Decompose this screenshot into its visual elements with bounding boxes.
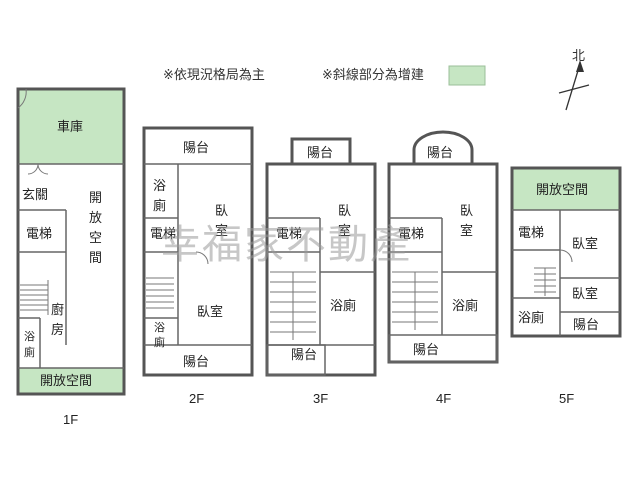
floor-label-1f: 1F [63, 412, 78, 427]
room-bedroom2: 臥室 [197, 304, 223, 320]
floor-4f: 陽台 臥 室 電梯 浴廁 陽台 4F [387, 130, 499, 406]
room-garage: 車庫 [57, 120, 83, 135]
balcony-bottom-outline [388, 334, 498, 363]
north-arrow-icon: 北 [558, 49, 590, 111]
floor-label-4f: 4F [436, 391, 451, 406]
floor-2f: 陽台 浴 廁 臥 室 電梯 臥室 浴 廁 陽台 2F [142, 126, 254, 406]
room-balcony-bottom: 陽台 [413, 343, 439, 358]
svg-text:放: 放 [89, 211, 102, 226]
balcony-top-outline [290, 137, 352, 166]
svg-text:室: 室 [338, 223, 351, 239]
svg-text:間: 間 [89, 251, 102, 266]
room-bath: 浴廁 [518, 310, 544, 326]
room-bedroom1-vertical: 臥 室 [215, 204, 228, 239]
balcony-bottom-outline [266, 344, 326, 376]
room-balcony-top: 陽台 [183, 141, 209, 156]
open-space-extension-fill [512, 168, 620, 210]
svg-text:廁: 廁 [154, 335, 165, 349]
note-extension: ※斜線部分為增建 [322, 67, 424, 83]
room-open-space: 開放空間 [536, 183, 588, 198]
watermark-text: 幸福家不動產 [160, 222, 412, 268]
note-current-layout: ※依現況格局為主 [163, 67, 265, 83]
floor-5f: 開放空間 電梯 臥室 臥室 浴廁 陽台 5F [510, 166, 622, 406]
room-kitchen-vertical: 廚 房 [51, 302, 64, 338]
svg-text:室: 室 [460, 223, 473, 239]
svg-text:浴: 浴 [154, 321, 165, 334]
floor-label-5f: 5F [559, 391, 574, 406]
room-open-back: 開放空間 [40, 374, 92, 389]
svg-text:臥: 臥 [338, 204, 351, 219]
room-bath-vertical: 浴 廁 [24, 330, 35, 359]
room-entry: 玄關 [22, 188, 48, 203]
room-bath: 浴廁 [330, 298, 356, 314]
room-balcony-bottom: 陽台 [183, 355, 209, 370]
svg-text:廚: 廚 [51, 302, 64, 318]
svg-text:開: 開 [89, 191, 102, 206]
room-bedroom2: 臥室 [572, 286, 598, 302]
svg-text:房: 房 [51, 322, 64, 338]
room-bath-top-vertical: 浴 廁 [153, 179, 166, 214]
room-elevator: 電梯 [518, 226, 544, 241]
room-bath: 浴廁 [452, 298, 478, 314]
svg-text:浴: 浴 [153, 179, 166, 194]
floor-3f: 陽台 臥 室 電梯 浴廁 陽台 3F [265, 137, 377, 406]
svg-text:臥: 臥 [215, 204, 228, 219]
floor-label-2f: 2F [189, 391, 204, 406]
room-elevator: 電梯 [150, 227, 176, 242]
room-balcony-top: 陽台 [427, 146, 453, 161]
room-balcony: 陽台 [573, 318, 599, 333]
svg-text:廁: 廁 [24, 345, 35, 359]
floor-1f: 車庫 玄關 開 放 空 間 電梯 廚 房 浴 廁 開放空間 1F [16, 87, 126, 427]
floor-label-3f: 3F [313, 391, 328, 406]
open-back-extension-fill [18, 368, 124, 394]
svg-text:空: 空 [89, 231, 102, 246]
room-balcony-top: 陽台 [307, 146, 333, 161]
svg-text:臥: 臥 [460, 204, 473, 219]
garage-extension-fill [18, 89, 124, 164]
room-balcony-bottom: 陽台 [291, 348, 317, 363]
balcony-top-outline [412, 130, 474, 164]
room-bath-bottom-vertical: 浴 廁 [154, 321, 165, 349]
legend-extension-swatch [448, 65, 486, 86]
svg-text:浴: 浴 [24, 330, 35, 343]
floor-1f-outline [16, 87, 126, 396]
room-elevator: 電梯 [276, 227, 302, 242]
room-bedroom-vertical: 臥 室 [460, 204, 473, 239]
floor-3f-outline [265, 162, 377, 377]
room-elevator: 電梯 [398, 227, 424, 242]
north-label: 北 [572, 49, 585, 64]
svg-text:廁: 廁 [153, 198, 166, 214]
room-bedroom-vertical: 臥 室 [338, 204, 351, 239]
room-elevator: 電梯 [26, 227, 52, 242]
room-open-space-vertical: 開 放 空 間 [89, 191, 102, 266]
svg-text:室: 室 [215, 223, 228, 239]
floor-5f-outline [510, 166, 622, 338]
room-bedroom1: 臥室 [572, 236, 598, 252]
